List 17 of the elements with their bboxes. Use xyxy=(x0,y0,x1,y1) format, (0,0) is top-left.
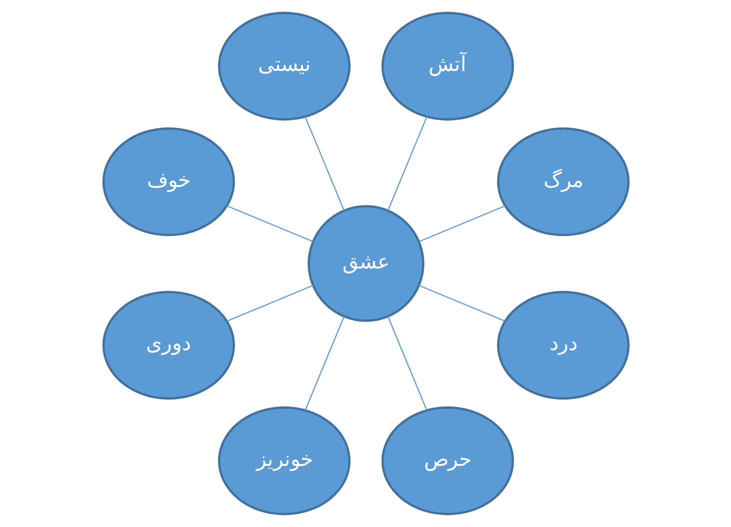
connector xyxy=(226,284,313,322)
node-circle: عشق xyxy=(307,205,424,322)
connector xyxy=(418,205,505,242)
connector xyxy=(386,116,427,211)
node-ellipse: دوری xyxy=(102,290,234,400)
node-ellipse: آتش xyxy=(380,12,514,121)
node-ellipse: حرص xyxy=(380,406,514,516)
connector xyxy=(304,116,344,211)
connector xyxy=(386,316,427,410)
node-ellipse: درد xyxy=(496,290,630,400)
connector xyxy=(226,205,313,242)
connector xyxy=(304,316,344,410)
connector xyxy=(418,284,505,322)
node-ellipse: نیستی xyxy=(217,12,350,121)
node-ellipse: خونریز xyxy=(217,406,350,516)
node-ellipse: خوف xyxy=(102,127,234,236)
node-ellipse: مرگ xyxy=(496,127,630,236)
